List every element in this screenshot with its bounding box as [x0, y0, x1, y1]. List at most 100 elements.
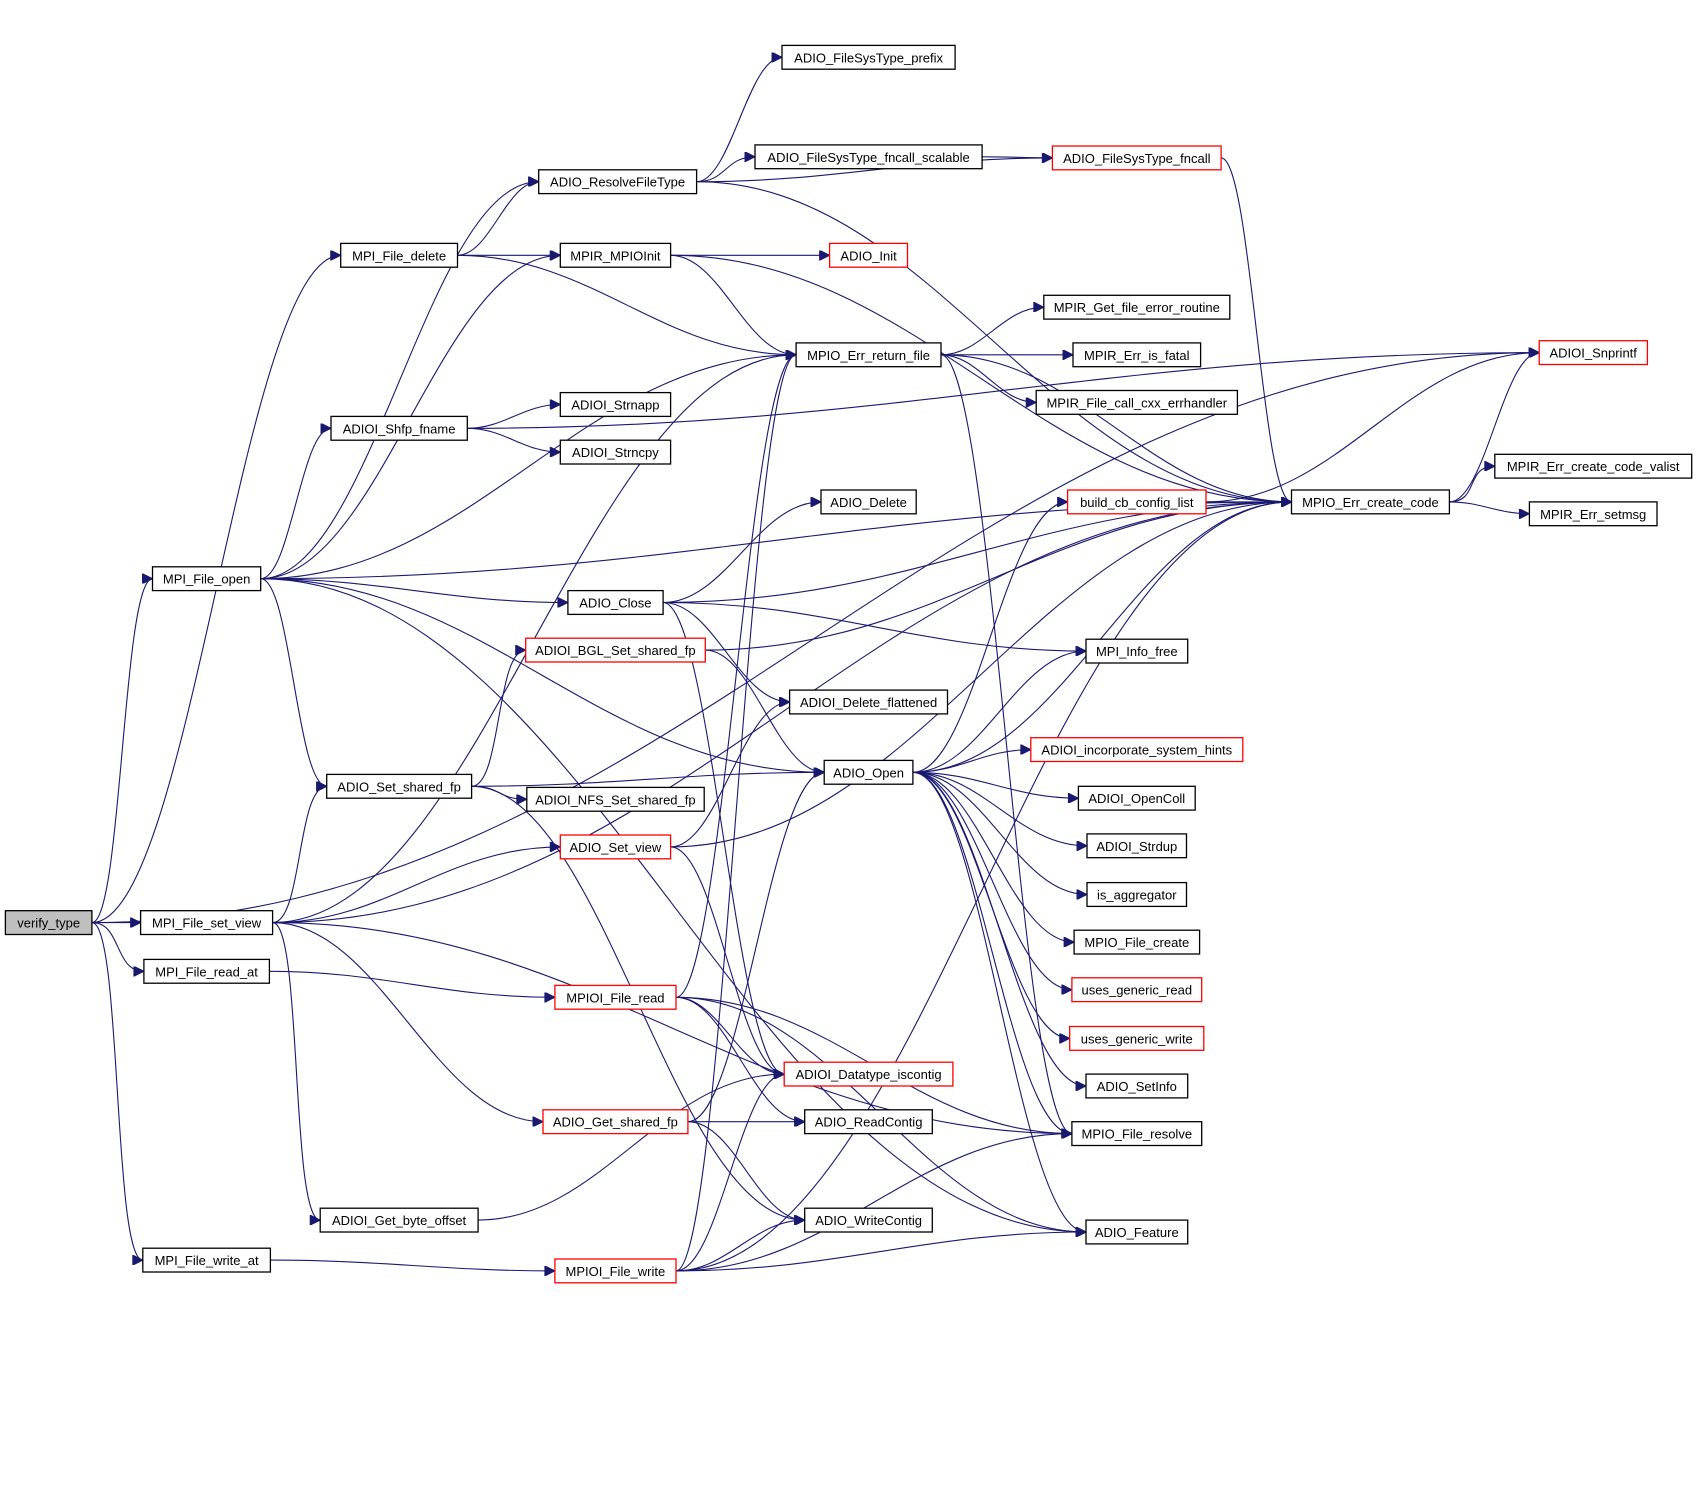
node-MPIR_Err_setmsg[interactable]: MPIR_Err_setmsg: [1528, 501, 1658, 527]
node-ADIO_Feature[interactable]: ADIO_Feature: [1085, 1219, 1189, 1245]
node-MPIOI_File_read[interactable]: MPIOI_File_read: [554, 984, 677, 1010]
node-MPIR_MPIOInit[interactable]: MPIR_MPIOInit: [559, 242, 672, 268]
node-ADIO_Set_shared_fp[interactable]: ADIO_Set_shared_fp: [326, 773, 473, 799]
edge-MPI_File_set_view-to-ADIO_Set_view: [272, 847, 561, 924]
node-label: MPIO_Err_create_code: [1302, 495, 1439, 510]
node-label: MPIR_Err_setmsg: [1540, 507, 1646, 522]
node-box: [1085, 1219, 1189, 1245]
node-label: ADIO_Open: [833, 765, 904, 780]
edge-line: [696, 158, 1053, 183]
node-box: [1043, 294, 1231, 320]
node-ADIO_FileSysType_fncall_scalable[interactable]: ADIO_FileSysType_fncall_scalable: [754, 144, 983, 170]
node-MPI_File_write_at[interactable]: MPI_File_write_at: [142, 1247, 272, 1273]
node-ADIO_SetInfo[interactable]: ADIO_SetInfo: [1085, 1073, 1189, 1099]
node-ADIOI_Get_byte_offset[interactable]: ADIOI_Get_byte_offset: [319, 1207, 479, 1233]
node-ADIO_Open[interactable]: ADIO_Open: [823, 759, 914, 785]
edge-ADIOI_BGL_Set_shared_fp-to-ADIO_Open: [705, 649, 824, 772]
edge-line: [696, 57, 782, 183]
node-MPI_File_read_at[interactable]: MPI_File_read_at: [143, 958, 271, 984]
node-label: ADIO_FileSysType_fncall_scalable: [767, 150, 969, 165]
nodes-layer: verify_type MPI_File_openMPI_File_set_vie…: [4, 44, 1693, 1284]
edge-MPIOI_File_write-to-ADIOI_Datatype_iscontig: [675, 1074, 784, 1272]
node-label: ADIO_Set_shared_fp: [337, 779, 461, 794]
node-box: [1290, 489, 1451, 515]
edge-line: [270, 1259, 555, 1271]
edge-MPI_File_open-to-ADIO_Set_shared_fp: [260, 578, 327, 787]
edge-ADIO_Set_view-to-MPIO_Err_create_code: [670, 502, 1292, 848]
node-ADIOI_Strncpy[interactable]: ADIOI_Strncpy: [559, 439, 672, 465]
edge-ADIO_ResolveFileType-to-MPIO_Err_create_code: [696, 181, 1292, 502]
node-ADIO_Close[interactable]: ADIO_Close: [567, 589, 664, 616]
node-MPIOI_File_write[interactable]: MPIOI_File_write: [554, 1258, 677, 1284]
node-ADIOI_Snprintf[interactable]: ADIOI_Snprintf: [1538, 340, 1649, 366]
node-verify_type: verify_type: [4, 910, 93, 936]
node-ADIO_WriteContig[interactable]: ADIO_WriteContig: [804, 1207, 933, 1233]
node-box: [1072, 342, 1202, 368]
node-MPIR_Err_create_code_valist[interactable]: MPIR_Err_create_code_valist: [1494, 453, 1693, 479]
edge-ADIO_ResolveFileType-to-ADIO_FileSysType_fncall_scalable: [696, 157, 755, 183]
edge-ADIO_Open-to-is_aggregator: [912, 771, 1087, 894]
edge-line: [662, 601, 784, 1075]
node-box: [1538, 340, 1649, 366]
edge-MPIOI_File_read-to-ADIOI_Datatype_iscontig: [675, 996, 784, 1074]
node-MPI_File_open[interactable]: MPI_File_open: [151, 566, 262, 592]
node-box: [1066, 489, 1207, 515]
node-ADIOI_Shfp_fname[interactable]: ADIOI_Shfp_fname: [330, 415, 468, 441]
edge-line: [91, 579, 153, 924]
node-MPI_Info_free[interactable]: MPI_Info_free: [1085, 638, 1189, 664]
node-label: MPI_File_read_at: [155, 964, 258, 979]
node-ADIOI_Strdup[interactable]: ADIOI_Strdup: [1086, 833, 1188, 859]
node-MPIR_File_call_cxx_errhandler[interactable]: MPIR_File_call_cxx_errhandler: [1035, 389, 1239, 415]
node-uses_generic_write[interactable]: uses_generic_write: [1069, 1025, 1205, 1051]
node-build_cb_config_list[interactable]: build_cb_config_list: [1066, 489, 1207, 515]
node-label: ADIOI_Datatype_iscontig: [796, 1067, 942, 1082]
node-MPIR_Get_file_error_routine[interactable]: MPIR_Get_file_error_routine: [1043, 294, 1231, 320]
edge-ADIOI_Shfp_fname-to-ADIOI_Strnapp: [467, 405, 560, 429]
edge-line: [912, 651, 1086, 773]
edge-verify_type-to-ADIOI_Snprintf: [91, 353, 1539, 924]
edge-line: [471, 772, 825, 787]
node-ADIOI_NFS_Set_shared_fp[interactable]: ADIOI_NFS_Set_shared_fp: [526, 786, 705, 812]
node-is_aggregator[interactable]: is_aggregator: [1086, 881, 1188, 908]
node-MPIO_Err_return_file[interactable]: MPIO_Err_return_file: [795, 342, 942, 368]
node-ADIOI_Datatype_iscontig[interactable]: ADIOI_Datatype_iscontig: [783, 1061, 954, 1087]
edge-line: [675, 996, 784, 1074]
edge-line: [467, 405, 560, 429]
node-box: [754, 144, 983, 170]
node-box: [781, 44, 956, 70]
edge-line: [912, 771, 1086, 1086]
node-label: ADIO_ResolveFileType: [550, 175, 685, 190]
node-MPIR_Err_is_fatal[interactable]: MPIR_Err_is_fatal: [1072, 342, 1202, 368]
node-box: [4, 910, 93, 936]
edge-MPIO_Err_return_file-to-MPIR_File_call_cxx_errhandler: [940, 354, 1036, 403]
node-ADIO_Set_view[interactable]: ADIO_Set_view: [559, 834, 672, 860]
node-MPI_File_delete[interactable]: MPI_File_delete: [340, 242, 459, 268]
node-MPIO_File_create[interactable]: MPIO_File_create: [1073, 929, 1201, 955]
node-uses_generic_read[interactable]: uses_generic_read: [1071, 977, 1203, 1003]
node-MPIO_Err_create_code[interactable]: MPIO_Err_create_code: [1290, 489, 1451, 515]
edge-MPI_File_write_at-to-MPIOI_File_write: [270, 1259, 555, 1271]
node-ADIO_Init[interactable]: ADIO_Init: [828, 242, 909, 268]
node-ADIOI_Strnapp[interactable]: ADIOI_Strnapp: [559, 391, 672, 418]
node-ADIO_FileSysType_fncall[interactable]: ADIO_FileSysType_fncall: [1051, 145, 1222, 171]
node-ADIO_Delete[interactable]: ADIO_Delete: [820, 489, 917, 515]
edge-MPI_File_delete-to-ADIO_ResolveFileType: [457, 182, 539, 256]
node-MPI_File_set_view[interactable]: MPI_File_set_view: [139, 910, 274, 936]
edge-line: [912, 502, 1068, 773]
node-ADIOI_OpenColl[interactable]: ADIOI_OpenColl: [1077, 785, 1196, 811]
node-ADIO_FileSysType_prefix[interactable]: ADIO_FileSysType_prefix: [781, 44, 956, 70]
node-ADIOI_incorporate_system_hints[interactable]: ADIOI_incorporate_system_hints: [1030, 737, 1244, 763]
node-label: MPIOI_File_read: [566, 990, 664, 1005]
edge-line: [912, 771, 1079, 798]
node-label: uses_generic_read: [1082, 983, 1193, 998]
node-box: [828, 242, 909, 268]
node-ADIOI_BGL_Set_shared_fp[interactable]: ADIOI_BGL_Set_shared_fp: [525, 637, 706, 663]
edge-line: [1449, 501, 1529, 514]
node-ADIO_ResolveFileType[interactable]: ADIO_ResolveFileType: [538, 169, 698, 195]
node-ADIO_Get_shared_fp[interactable]: ADIO_Get_shared_fp: [542, 1109, 689, 1135]
node-box: [1035, 389, 1239, 415]
node-label: MPIR_Err_create_code_valist: [1507, 459, 1680, 474]
node-MPIO_File_resolve[interactable]: MPIO_File_resolve: [1071, 1121, 1203, 1147]
node-ADIO_ReadContig[interactable]: ADIO_ReadContig: [804, 1109, 933, 1135]
node-ADIOI_Delete_flattened[interactable]: ADIOI_Delete_flattened: [788, 689, 949, 715]
